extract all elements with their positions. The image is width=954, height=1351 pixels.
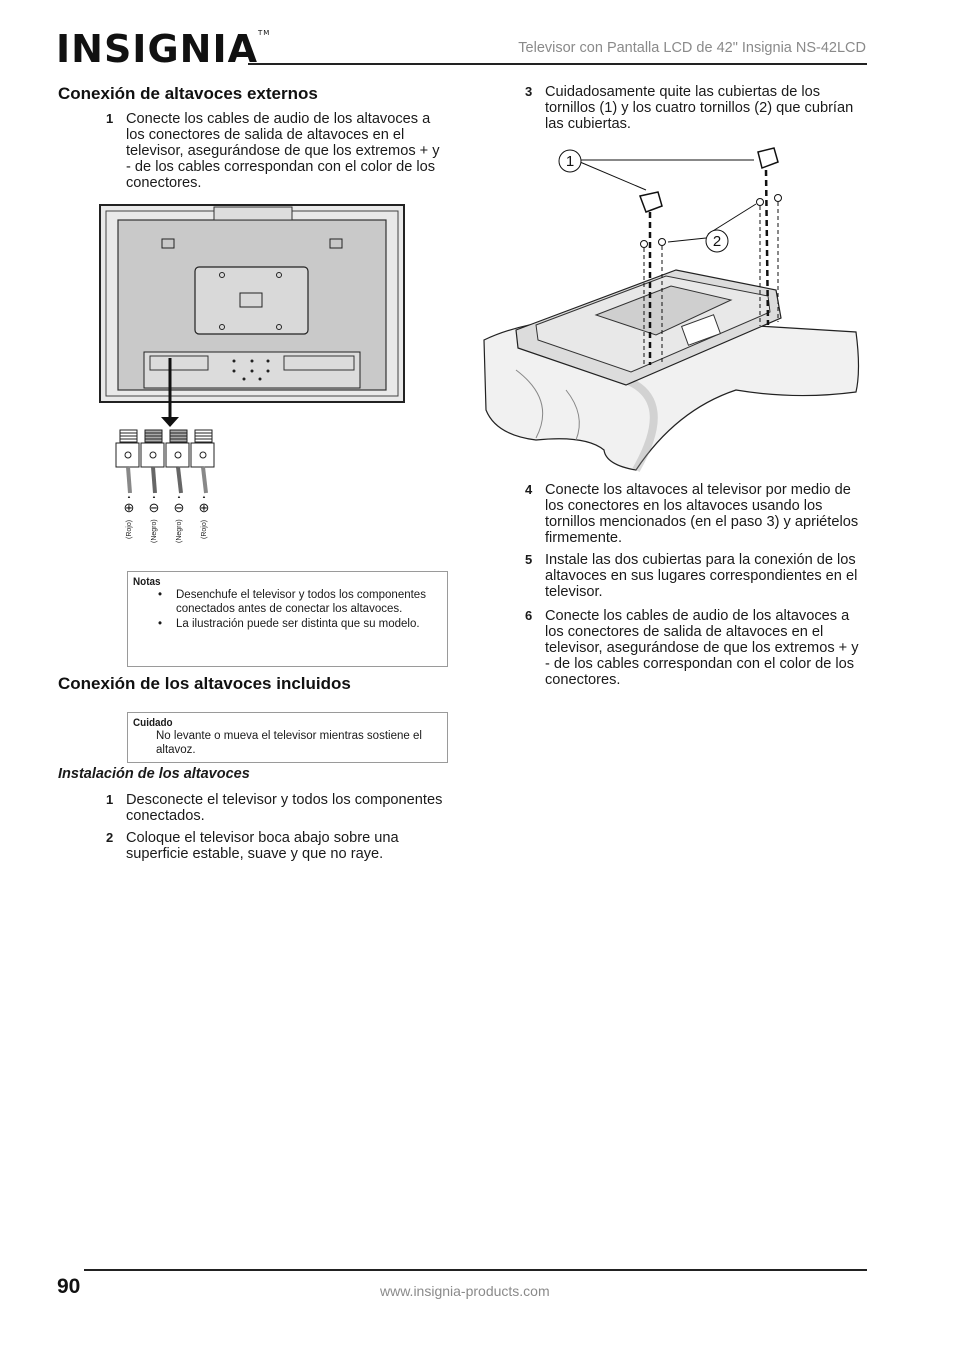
plus-symbol-4: ⊕ [199, 500, 210, 515]
caution-text: No levante o mueva el televisor mientras… [156, 730, 422, 756]
step-1-external: 1 Conecte los cables de audio de los alt… [106, 111, 448, 191]
screw [756, 198, 764, 206]
step-6: 6 Conecte los cables de audio de los alt… [525, 608, 867, 688]
connector-label-2: (Negro) [151, 519, 158, 543]
tv-back-connector-diagram: ⊕ ⊖ ⊖ ⊕ ▲ ▲ ▲ ▲ (Rojo) (Negro) (Negro) (Roj… [99, 204, 405, 543]
step-3: 3 Cuidadosamente quite las cubiertas de … [525, 84, 867, 132]
caution-box: Cuidado No levante o mueva el televisor … [127, 712, 448, 763]
callout-1 [558, 149, 582, 173]
caution-title: Cuidado [133, 717, 173, 729]
step-number: 4 [525, 482, 533, 497]
svg-text:▲: ▲ [202, 494, 206, 499]
step-number: 6 [525, 608, 533, 623]
insignia-logo: INSIGNIATM [56, 27, 271, 71]
step-4: 4 Conecte los altavoces al televisor por… [525, 482, 867, 546]
screw [774, 194, 782, 202]
subheading-speaker-installation: Instalación de los altavoces [58, 766, 250, 782]
bullet-icon: • [158, 618, 163, 630]
connector-label-3: (Negro) [176, 519, 183, 543]
step-2-install: 2 Coloque el televisor boca abajo sobre … [106, 830, 448, 862]
callout-2-label: 2 [713, 233, 721, 250]
step-1-install: 1 Desconecte el televisor y todos los co… [106, 792, 448, 824]
svg-text:▲: ▲ [152, 494, 156, 499]
step-number: 2 [106, 830, 114, 845]
screw [658, 238, 666, 246]
screw-cover-left [638, 191, 663, 213]
step-text: Cuidadosamente quite las cubiertas de lo… [545, 84, 854, 132]
minus-symbol-3: ⊖ [174, 500, 185, 515]
step-number: 1 [106, 111, 114, 126]
connector-label-4: (Rojo) [201, 520, 208, 539]
terminal-2 [140, 429, 165, 494]
terminal-3 [165, 429, 190, 494]
screw-cover-right [757, 147, 779, 169]
wall-mount-plate [194, 266, 309, 335]
step-number: 1 [106, 792, 114, 807]
step-number: 3 [525, 84, 533, 99]
step-text: Conecte los cables de audio de los altav… [126, 111, 440, 191]
page-number: 90 [57, 1275, 81, 1298]
note-item: • La ilustración puede ser distinta que s… [156, 617, 442, 631]
screw-cover-diagram: 1 2 [483, 147, 860, 472]
notes-title: Notas [133, 576, 161, 588]
notes-list: • Desenchufe el televisor y todos los com… [156, 588, 442, 631]
heading-external-speakers: Conexión de altavoces externos [58, 84, 318, 103]
terminal-1 [115, 429, 140, 494]
note-item: • Desenchufe el televisor y todos los com… [156, 588, 442, 616]
step-5: 5 Instale las dos cubiertas para la cone… [525, 552, 867, 600]
footer-divider [84, 1269, 867, 1271]
note-text: Desenchufe el televisor y todos los comp… [176, 589, 426, 615]
step-text: Instale las dos cubiertas para la conexi… [545, 552, 858, 600]
screw [640, 240, 648, 248]
note-text: La ilustración puede ser distinta que su… [176, 618, 420, 630]
callout-1-label: 1 [566, 153, 574, 170]
minus-symbol-2: ⊖ [149, 500, 160, 515]
svg-text:▲: ▲ [177, 494, 181, 499]
header-title: Televisor con Pantalla LCD de 42" Insign… [518, 40, 866, 56]
header-divider [248, 63, 867, 65]
bullet-icon: • [158, 589, 163, 601]
connector-label-1: (Rojo) [126, 520, 133, 539]
logo-text: INSIGNIA [56, 27, 258, 71]
step-text: Conecte los cables de audio de los altav… [545, 608, 859, 688]
terminal-4 [190, 429, 215, 494]
step-text: Desconecte el televisor y todos los comp… [126, 792, 443, 824]
notes-box: Notas • Desenchufe el televisor y todos l… [127, 571, 448, 667]
plus-symbol-1: ⊕ [124, 500, 135, 515]
arrow-head [161, 417, 179, 427]
footer-url: www.insignia-products.com [380, 1283, 550, 1299]
step-text: Coloque el televisor boca abajo sobre un… [126, 830, 399, 862]
svg-text:▲: ▲ [127, 494, 131, 499]
heading-included-speakers: Conexión de los altavoces incluidos [58, 674, 351, 693]
logo-trademark: TM [258, 29, 271, 37]
step-number: 5 [525, 552, 533, 567]
step-text: Conecte los altavoces al televisor por m… [545, 482, 859, 546]
callout-2 [705, 229, 729, 253]
